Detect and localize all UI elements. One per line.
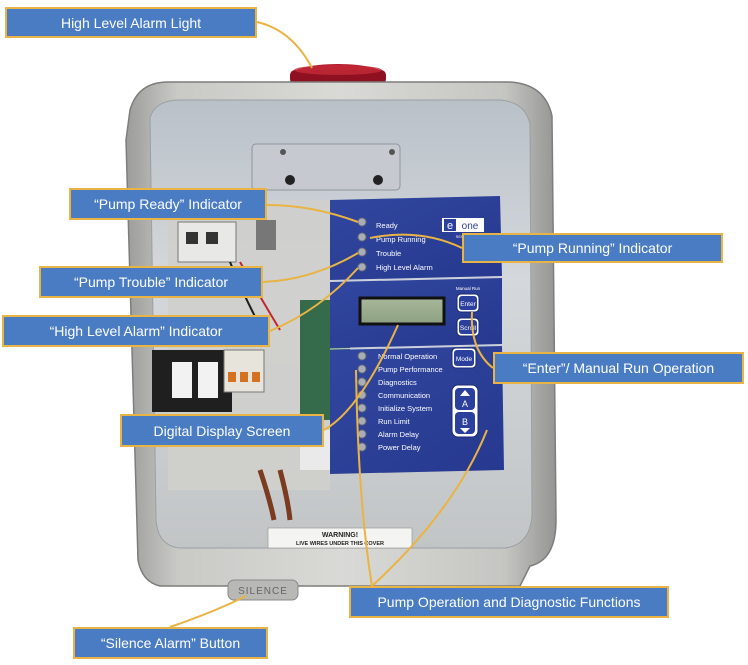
status-label-ready: Ready: [376, 221, 398, 230]
callout-text: “Silence Alarm” Button: [100, 635, 241, 651]
key-b-button[interactable]: B: [455, 412, 475, 434]
warning-text: LIVE WIRES UNDER THIS COVER: [296, 541, 384, 547]
leader-pump-running: [369, 233, 463, 249]
svg-text:e: e: [447, 220, 453, 232]
callout-text: Digital Display Screen: [153, 422, 291, 439]
silence-button-label: SILENCE: [238, 586, 288, 597]
led-high-level-alarm: [357, 262, 367, 272]
led-trouble: [357, 247, 367, 257]
status-label-pump-running: Pump Running: [376, 235, 426, 244]
callout-pump-ready-indicator: “Pump Ready” Indicator: [69, 188, 267, 220]
scroll-button-label: Scroll: [460, 325, 477, 332]
function-alarm-delay: Alarm Delay: [378, 430, 419, 439]
callout-text: Pump Operation and Diagnostic Functions: [377, 594, 641, 610]
function-diagnostics: Diagnostics: [378, 378, 417, 387]
leader-pumpop-left: [355, 369, 373, 587]
status-leds: [357, 217, 367, 272]
leader-display: [323, 324, 399, 431]
mode-button-label: Mode: [456, 356, 473, 363]
scroll-button[interactable]: Scroll: [456, 317, 480, 337]
enter-button[interactable]: Enter: [456, 293, 480, 313]
leader-pumpop-right: [371, 429, 488, 587]
leader-enter: [470, 311, 494, 369]
callout-pump-trouble-indicator: “Pump Trouble” Indicator: [39, 266, 263, 298]
callout-enter-manual-run: “Enter”/ Manual Run Operation: [493, 352, 744, 384]
callout-text: “Enter”/ Manual Run Operation: [522, 360, 715, 376]
key-a-button[interactable]: A: [455, 388, 475, 410]
callout-text: “Pump Trouble” Indicator: [73, 274, 229, 290]
leader-alarm-light: [256, 21, 313, 69]
callout-text: “High Level Alarm” Indicator: [49, 323, 223, 339]
function-communication: Communication: [378, 391, 430, 400]
callout-silence-alarm-button: “Silence Alarm” Button: [73, 627, 268, 659]
callout-pump-running-indicator: “Pump Running” Indicator: [462, 233, 723, 263]
callout-digital-display-screen: Digital Display Screen: [120, 414, 324, 447]
mode-button[interactable]: Mode: [451, 347, 477, 369]
warning-title: WARNING!: [322, 532, 358, 539]
key-a-label: A: [462, 399, 468, 409]
leader-pump-ready: [266, 204, 359, 223]
function-leds: [357, 351, 367, 452]
leader-pump-trouble: [262, 252, 359, 283]
function-normal-operation: Normal Operation: [378, 352, 437, 361]
function-run-limit: Run Limit: [378, 417, 411, 426]
leader-high-level-alarm: [269, 267, 359, 332]
function-power-delay: Power Delay: [378, 443, 421, 452]
leader-silence: [169, 595, 247, 628]
ab-keypad: A B: [451, 384, 479, 438]
manual-run-caption: Manual Run: [456, 286, 481, 291]
callout-high-level-alarm-light: High Level Alarm Light: [5, 7, 257, 38]
callout-text: “Pump Ready” Indicator: [94, 196, 242, 212]
led-ready: [357, 217, 367, 227]
callout-text: “Pump Running” Indicator: [512, 240, 673, 256]
callout-high-level-alarm-indicator: “High Level Alarm” Indicator: [2, 315, 270, 347]
enter-button-label: Enter: [460, 301, 476, 308]
control-panel: Ready Pump Running Trouble High Level Al…: [329, 196, 504, 474]
digital-display-screen: [358, 296, 446, 326]
status-label-high-level-alarm: High Level Alarm: [376, 263, 433, 272]
callout-pump-operation-functions: Pump Operation and Diagnostic Functions: [349, 586, 669, 618]
leader-lines: [169, 21, 494, 628]
function-pump-performance: Pump Performance: [378, 365, 443, 374]
callout-text: High Level Alarm Light: [60, 14, 202, 31]
function-initialize-system: Initialize System: [378, 404, 432, 413]
led-pump-running: [357, 232, 367, 242]
svg-text:one: one: [462, 221, 479, 232]
warning-label: WARNING! LIVE WIRES UNDER THIS COVER: [267, 527, 413, 549]
status-label-trouble: Trouble: [376, 249, 401, 258]
key-b-label: B: [462, 417, 468, 427]
